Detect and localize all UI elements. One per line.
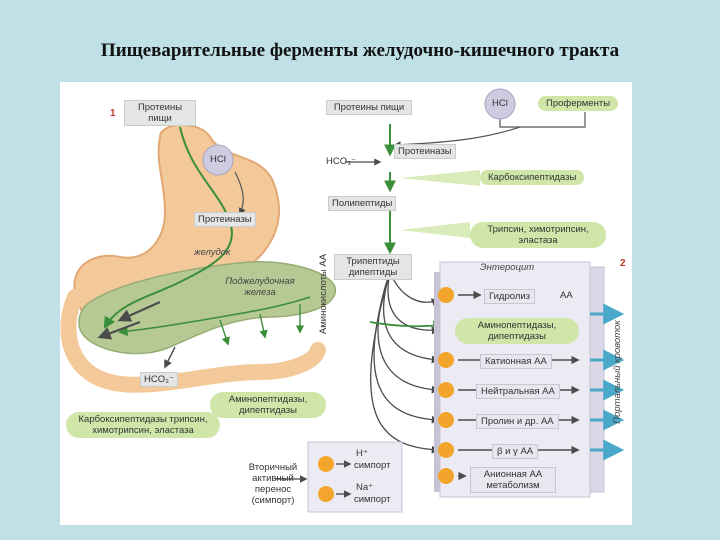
beta-gamma-aa: β и γ АА — [492, 444, 539, 459]
cationic-aa: Катионная АА — [480, 354, 552, 369]
activation-arrow — [393, 126, 521, 149]
anionic-aa: Анионная АА метаболизм — [470, 467, 556, 493]
aminopeptidases-left: Аминопептидазы, дипептидазы — [210, 392, 326, 418]
proteinases-right: Протеиназы — [394, 144, 456, 159]
hcl-stomach: HCl — [210, 154, 226, 165]
hcl-circle-left — [202, 144, 234, 176]
figure-graphics — [60, 88, 625, 513]
hydrolysis-label: Гидролиз — [484, 289, 536, 304]
basolateral-folds — [589, 266, 605, 493]
transporter-4 — [438, 412, 454, 428]
pancreas-label: Поджелудочная железа — [225, 276, 295, 298]
hcl-right: HCl — [492, 98, 508, 109]
proenzymes: Проферменты — [538, 96, 619, 111]
pancreatic-enzymes: Карбоксипептидазы трипсин, химотрипсин, … — [66, 412, 220, 438]
legend-transporter-na — [318, 486, 334, 502]
secondary-transport: Вторичный активный перенос (симпорт) — [248, 462, 298, 506]
panel2-number: 2 — [620, 258, 626, 269]
transporters — [438, 287, 454, 484]
symport-na: симпорт — [354, 494, 391, 505]
hcl-to-proenzymes-line — [499, 112, 586, 128]
slide-title: Пищеварительные ферменты желудочно-кишеч… — [100, 40, 620, 61]
portal-arrows — [590, 303, 625, 461]
dark-arrow-1 — [117, 300, 161, 322]
duct-branch-1 — [259, 313, 268, 339]
tripeptides: Трипептиды дипептиды — [334, 254, 412, 280]
panel1-number: 1 — [110, 108, 116, 119]
stomach-label: желудок — [194, 247, 231, 258]
fan-arrows — [370, 271, 440, 454]
h-plus: H⁺ — [356, 448, 368, 459]
hco3-left: HCO₃⁻ — [140, 372, 178, 387]
symport-h: симпорт — [354, 460, 391, 471]
neutral-aa: Нейтральная АА — [476, 384, 560, 399]
dark-arrow-2 — [97, 320, 141, 340]
trypsin-group: Трипсин, химотрипсин, эластаза — [470, 222, 606, 248]
trypsin-wedge — [400, 222, 470, 238]
proteinases-stomach: Протеиназы — [194, 212, 256, 227]
duct-branch-2 — [219, 319, 230, 346]
hco3-down-arrow — [164, 346, 176, 369]
transporter-6 — [438, 468, 454, 484]
hco3-right: HCO₃⁻ — [326, 156, 356, 167]
aminopeptidases-right: Аминопептидазы, дипептидазы — [455, 318, 579, 344]
portal-blood-label: Портальный кровоток — [612, 320, 623, 424]
aa-label: АА — [560, 290, 573, 301]
microvilli — [434, 272, 440, 492]
polypeptides: Полипептиды — [328, 196, 397, 211]
food-proteins-right: Протеины пищи — [326, 100, 412, 115]
amino-acids-vertical: Аминокислоты АА — [318, 253, 329, 335]
hcl-to-proteinases-arrow — [234, 171, 246, 216]
hcl-circle-right — [484, 88, 516, 120]
food-proteins-left: Протеины пищи — [124, 100, 196, 126]
proline-aa: Пролин и др. АА — [476, 414, 559, 429]
transporter-5 — [438, 442, 454, 458]
transporter-3 — [438, 382, 454, 398]
stomach-route-arrow — [103, 126, 233, 330]
na-plus: Na⁺ — [356, 482, 374, 493]
carboxypeptidase-wedge — [400, 170, 480, 186]
enterocyte-label: Энтероцит — [480, 262, 535, 273]
transporter-1 — [438, 287, 454, 303]
pancreatic-duct — [118, 296, 311, 337]
legend-transporter-h — [318, 456, 334, 472]
carboxypeptidases: Карбоксипептидазы — [480, 170, 585, 185]
pancreas-shape — [78, 261, 336, 355]
transporter-2 — [438, 352, 454, 368]
digestion-figure: 1 2 Протеины пищи HCl Протеиназы желудок… — [60, 82, 632, 525]
